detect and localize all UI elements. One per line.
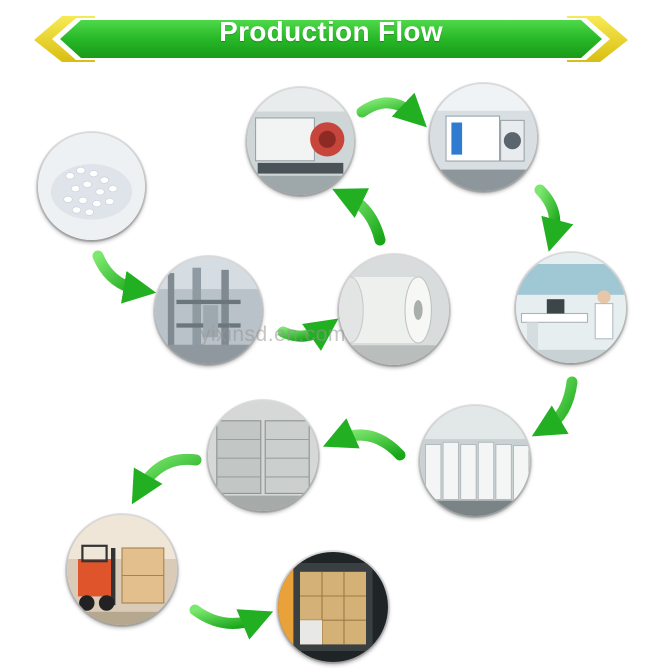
arrow-lab-to-rolls	[531, 376, 578, 437]
arrow-stretching-to-slitting	[356, 92, 427, 128]
ribbon-body	[60, 20, 602, 58]
arrow-slitting-to-lab	[534, 184, 574, 252]
quality-lab-stage	[516, 253, 626, 363]
machine-icon	[247, 88, 354, 195]
wrapped-pallets-stage	[208, 401, 318, 511]
watermark-text: yixinsd.en.com	[200, 323, 346, 346]
rolls-icon	[420, 406, 530, 516]
arrow-pallets-to-forklift	[131, 453, 202, 505]
arrow-roll-to-stretching	[332, 188, 386, 246]
production-flow-banner: Production Flow	[0, 0, 662, 80]
forklift-loading-stage	[67, 515, 177, 625]
machine-icon	[430, 84, 537, 191]
slitting-machine-stage	[430, 84, 537, 191]
raw-material-pellets-stage	[38, 133, 145, 240]
film-roll-icon	[339, 255, 449, 365]
container-shipping-stage	[278, 552, 388, 662]
banner-ribbon	[34, 16, 628, 62]
pallets-icon	[208, 401, 318, 511]
film-roll-stage	[339, 255, 449, 365]
factory-icon	[155, 257, 262, 364]
lab-icon	[516, 253, 626, 363]
arrow-pellets-to-plant	[92, 250, 157, 304]
container-icon	[278, 552, 388, 662]
banner-title: Production Flow	[219, 16, 443, 47]
arrow-forklift-to-container	[189, 604, 274, 640]
forklift-icon	[67, 515, 177, 625]
arrow-rolls-to-pallets	[322, 418, 406, 461]
finished-rolls-stage	[420, 406, 530, 516]
pellets-icon	[38, 133, 145, 240]
extrusion-plant-stage	[155, 257, 262, 364]
stretching-machine-stage	[247, 88, 354, 195]
